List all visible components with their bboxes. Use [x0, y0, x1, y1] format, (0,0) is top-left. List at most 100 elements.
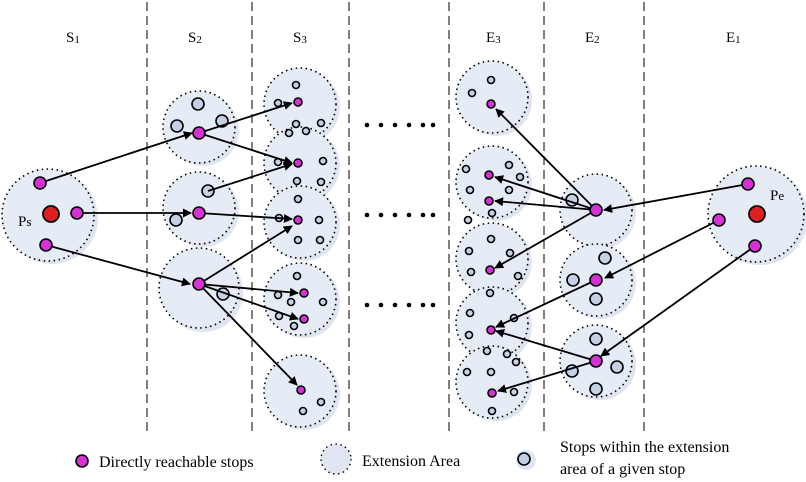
- connection-arrows: [39, 101, 756, 393]
- extension-stop: [487, 208, 497, 218]
- ellipsis-dot: [430, 122, 436, 128]
- terminal-labels: Ps Pe: [18, 188, 784, 230]
- end-point-label: Pe: [770, 188, 784, 204]
- legend-stops-within-label-line2: area of a given stop: [560, 461, 685, 478]
- connection-arrow: [494, 209, 597, 269]
- ellipsis-dot: [420, 212, 426, 218]
- connection-arrow: [198, 132, 293, 165]
- extension-stop: [505, 248, 515, 258]
- column-label-e2: E2: [585, 30, 600, 46]
- extension-stop: [589, 382, 603, 396]
- extension-stop: [513, 271, 523, 281]
- extension-stop: [314, 215, 324, 225]
- extension-stop: [293, 194, 303, 204]
- column-label-e3: E3: [486, 30, 501, 46]
- legend-stop-icon-inner: [517, 452, 531, 466]
- ellipsis-dot: [420, 302, 426, 308]
- extension-stop: [301, 126, 311, 136]
- extension-stop: [298, 406, 308, 416]
- extension-stop: [589, 332, 603, 346]
- reachable-stop: [589, 354, 603, 368]
- ellipsis-dot: [420, 122, 426, 128]
- connection-arrow: [198, 101, 293, 134]
- extension-stop: [461, 164, 471, 174]
- reachable-stop: [70, 206, 84, 220]
- column-label-s3: S3: [293, 30, 307, 46]
- extension-stop: [465, 185, 475, 195]
- reachable-stop: [293, 158, 303, 168]
- extension-stop: [318, 297, 328, 307]
- ellipsis-dot: [430, 302, 436, 308]
- extension-stop: [291, 80, 301, 90]
- ellipsis-dot: [392, 302, 398, 308]
- reachable-stop: [192, 277, 206, 291]
- ellipsis-dot: [378, 122, 384, 128]
- extension-stop: [464, 330, 474, 340]
- column-labels: S1 S2 S3 E3 E2 E1: [66, 30, 741, 46]
- extension-stop: [289, 321, 299, 331]
- extension-stop: [486, 367, 496, 377]
- ellipsis-dot: [406, 212, 412, 218]
- reachable-stop: [192, 206, 206, 220]
- ellipsis-dots: [364, 122, 436, 308]
- reachable-stop: [712, 213, 726, 227]
- reachable-stop: [33, 176, 47, 190]
- column-label-s2: S2: [188, 30, 202, 46]
- extension-stop: [273, 98, 283, 108]
- extension-stop: [169, 213, 183, 227]
- extension-area: [263, 262, 340, 338]
- extension-stop: [486, 234, 496, 244]
- reachable-stop: [589, 273, 603, 287]
- extension-stop: [566, 273, 580, 287]
- ellipsis-dot: [364, 122, 370, 128]
- connection-arrow: [495, 329, 597, 362]
- extension-stop: [284, 128, 294, 138]
- extension-stop: [465, 308, 475, 318]
- extension-stop: [316, 397, 326, 407]
- legend-reachable-label: Directly reachable stops: [99, 454, 254, 471]
- extension-stop: [509, 387, 519, 397]
- extension-stop: [487, 406, 497, 416]
- connection-arrow: [494, 197, 597, 211]
- connection-arrow: [495, 108, 597, 211]
- extension-stop: [515, 172, 525, 182]
- connection-arrow: [39, 131, 193, 184]
- extension-area: [263, 185, 340, 261]
- extension-area: [455, 345, 532, 421]
- extension-stop: [610, 360, 624, 374]
- reachable-stop: [39, 238, 53, 252]
- ellipsis-dot: [392, 212, 398, 218]
- connection-arrow: [45, 244, 191, 287]
- connection-arrow: [494, 175, 597, 211]
- connection-arrow: [600, 245, 756, 357]
- extension-stop: [467, 88, 477, 98]
- connection-arrow: [198, 283, 299, 321]
- extension-stop: [170, 119, 184, 133]
- reachable-stops: [33, 97, 762, 398]
- extension-stop: [598, 251, 612, 265]
- reachable-stop: [741, 177, 755, 191]
- ellipsis-dot: [406, 302, 412, 308]
- column-separators: [146, 2, 645, 432]
- extension-stop: [482, 346, 492, 356]
- extension-stop: [316, 118, 326, 128]
- extension-stop: [485, 288, 495, 298]
- start-point: [42, 205, 60, 223]
- ellipsis-dot: [378, 212, 384, 218]
- legend: Directly reachable stops Extension Area …: [75, 439, 729, 478]
- reachable-stop: [487, 388, 497, 398]
- ellipsis-dot: [392, 122, 398, 128]
- extension-stop: [292, 271, 302, 281]
- extension-stop: [463, 215, 473, 225]
- extension-stop: [293, 235, 303, 245]
- connection-arrow: [604, 219, 720, 279]
- extension-stop: [292, 176, 302, 186]
- extension-stop: [315, 235, 325, 245]
- reachable-stop: [486, 99, 496, 109]
- ellipsis-dot: [364, 212, 370, 218]
- reachable-stop: [484, 170, 494, 180]
- extension-stop: [504, 160, 514, 170]
- column-label-s1: S1: [66, 30, 80, 46]
